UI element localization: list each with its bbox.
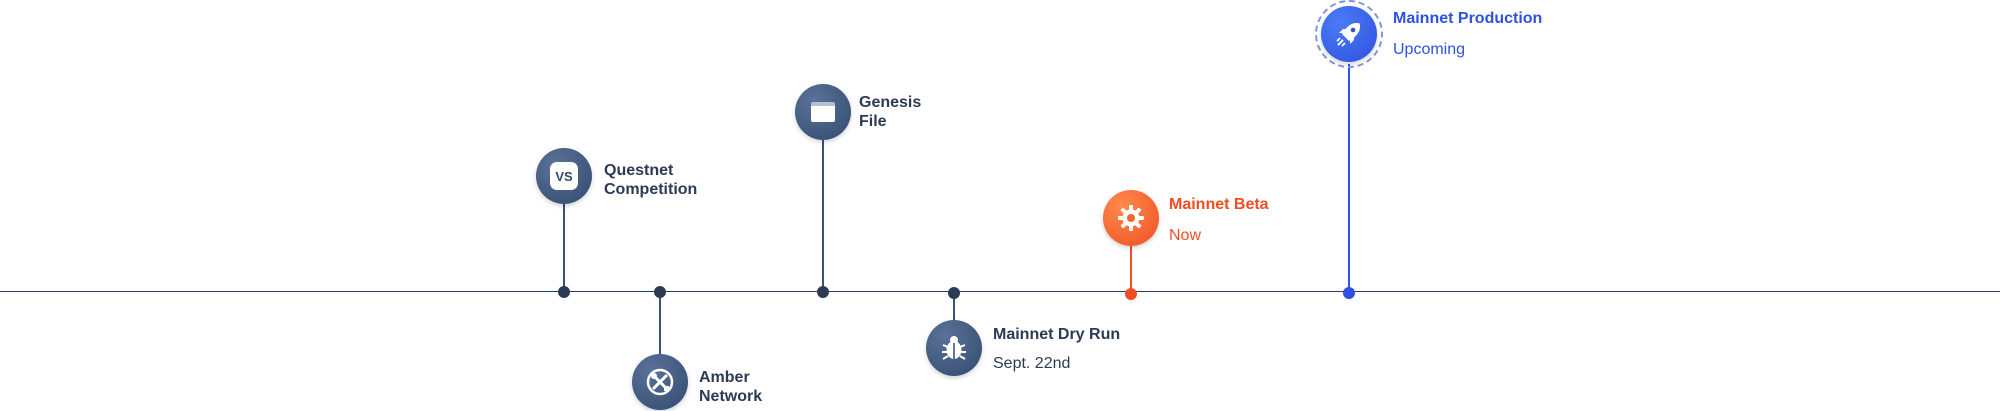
- production-dot[interactable]: [1343, 287, 1355, 299]
- production-ring: [1315, 0, 1383, 68]
- genesis-title-1: Genesis: [859, 94, 922, 111]
- amber-title-1: Amber: [699, 369, 750, 386]
- timeline-axis: [0, 291, 2000, 292]
- amber-title-2: Network: [699, 388, 763, 405]
- genesis-dot[interactable]: [817, 286, 829, 298]
- questnet-title-1: Questnet: [604, 162, 674, 179]
- beta-title: Mainnet Beta: [1169, 196, 1269, 213]
- amber-dot[interactable]: [654, 286, 666, 298]
- dryrun-stem: [953, 292, 955, 322]
- genesis-stem: [822, 135, 824, 292]
- bug-icon[interactable]: [926, 320, 982, 376]
- rocket-icon[interactable]: [1321, 6, 1377, 62]
- questnet-stem: [563, 200, 565, 292]
- gear-icon[interactable]: [1103, 190, 1159, 246]
- beta-stem: [1130, 240, 1132, 293]
- beta-dot[interactable]: [1125, 288, 1137, 300]
- production-stem: [1348, 64, 1350, 293]
- questnet-title-2: Competition: [604, 181, 698, 198]
- production-title: Mainnet Production: [1393, 10, 1543, 27]
- amber-stem: [659, 292, 661, 362]
- dryrun-title: Mainnet Dry Run: [993, 326, 1121, 343]
- dryrun-date: Sept. 22nd: [993, 355, 1071, 372]
- folder-icon[interactable]: [795, 84, 851, 140]
- beta-status: Now: [1169, 227, 1202, 244]
- genesis-title-2: File: [859, 113, 887, 130]
- dryrun-dot[interactable]: [948, 287, 960, 299]
- questnet-dot[interactable]: [558, 286, 570, 298]
- vs-icon[interactable]: VS: [536, 148, 592, 204]
- network-tools-icon[interactable]: [632, 354, 688, 410]
- vs-badge-text: VS: [555, 169, 573, 184]
- production-status: Upcoming: [1393, 41, 1466, 58]
